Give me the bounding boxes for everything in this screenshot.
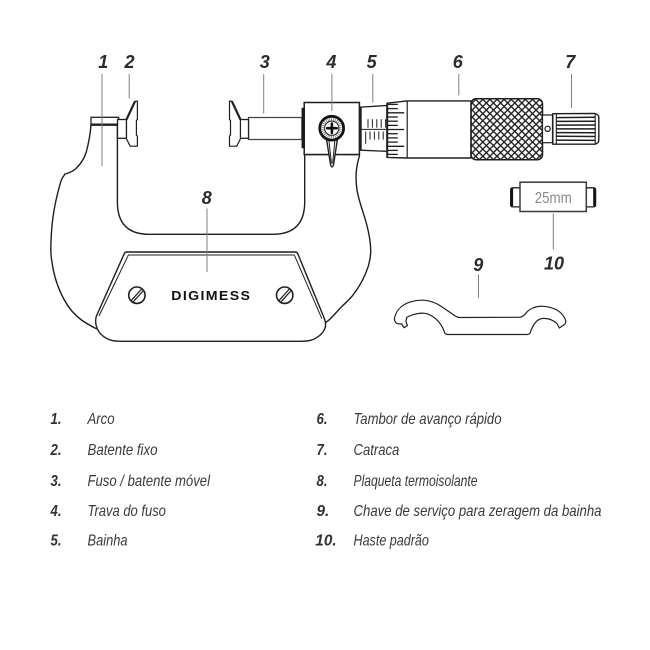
svg-text:2: 2 [123, 52, 134, 72]
svg-text:8: 8 [202, 188, 212, 208]
svg-text:6.: 6. [317, 411, 328, 428]
svg-text:10.: 10. [315, 533, 336, 550]
svg-text:9.: 9. [317, 503, 330, 520]
svg-text:Batente fixo: Batente fixo [88, 442, 158, 459]
svg-text:7.: 7. [317, 442, 328, 459]
svg-text:Chave de serviço para zeragem: Chave de serviço para zeragem da bainha [354, 503, 602, 520]
svg-text:1: 1 [98, 52, 108, 72]
svg-text:Haste padrão: Haste padrão [354, 533, 429, 550]
svg-text:9: 9 [473, 255, 483, 275]
svg-text:3.: 3. [51, 473, 62, 490]
svg-text:DIGIMESS: DIGIMESS [171, 289, 251, 303]
svg-text:25mm: 25mm [535, 190, 572, 207]
svg-text:5.: 5. [51, 533, 62, 550]
svg-text:Tambor de avanço rápido: Tambor de avanço rápido [354, 411, 502, 428]
svg-text:6: 6 [453, 52, 464, 72]
svg-text:Bainha: Bainha [88, 533, 128, 550]
svg-text:3: 3 [260, 52, 270, 72]
svg-text:1.: 1. [51, 411, 62, 428]
svg-text:Catraca: Catraca [354, 442, 400, 459]
svg-text:Fuso / batente móvel: Fuso / batente móvel [88, 473, 211, 490]
svg-text:8.: 8. [317, 473, 328, 490]
svg-text:4: 4 [325, 52, 336, 72]
svg-text:Trava do fuso: Trava do fuso [88, 503, 166, 520]
svg-text:Plaqueta termoisolante: Plaqueta termoisolante [354, 473, 478, 490]
svg-text:5: 5 [367, 52, 378, 72]
svg-text:10: 10 [544, 254, 564, 274]
svg-text:4.: 4. [50, 503, 62, 520]
svg-text:7: 7 [565, 52, 576, 72]
svg-text:2.: 2. [50, 442, 62, 459]
svg-text:Arco: Arco [87, 411, 115, 428]
